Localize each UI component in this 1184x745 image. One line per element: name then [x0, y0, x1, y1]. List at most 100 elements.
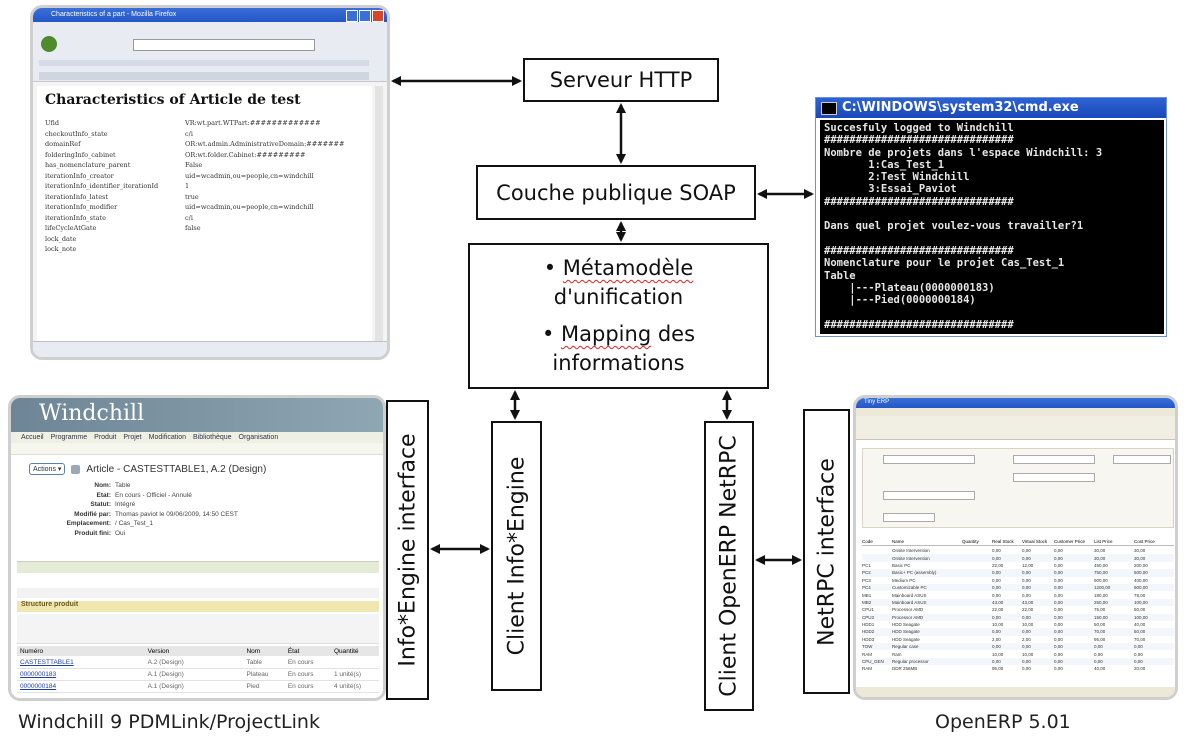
openerp-cell: 95,00 [992, 666, 1004, 672]
openerp-cell: MB1 [862, 592, 872, 598]
property-key: iterationInfo_creator [45, 171, 114, 180]
metamodel-box: • Métamodèle d'unification • Mapping des… [468, 243, 769, 389]
windchill-menu-item[interactable]: Bibliothèque [193, 434, 232, 441]
field-value: En cours - Officiel - Annulé [115, 491, 192, 499]
openerp-cell: 50,00 [1134, 629, 1146, 635]
address-bar[interactable] [133, 39, 315, 51]
actions-dropdown[interactable]: Actions ▾ [29, 463, 66, 475]
openerp-cell: 100,00 [1134, 614, 1148, 620]
table-header-cell: Nom [246, 647, 261, 655]
field-label: Etat: [96, 491, 111, 499]
part-icon [71, 464, 81, 474]
windchill-menu-item[interactable]: Accueil [21, 434, 44, 441]
code-field[interactable] [1013, 455, 1095, 464]
cmd-window: C:\WINDOWS\system32\cmd.exe Succesfuly l… [815, 97, 1167, 337]
limit-field[interactable] [883, 513, 935, 522]
windchill-menu-item[interactable]: Produit [94, 434, 117, 441]
property-value: 1 [185, 182, 190, 190]
property-value: uid=wcadmin,ou=people,cn=windchill [185, 203, 314, 211]
openerp-cell: PC1 [862, 562, 871, 568]
openerp-cell: 50,00 [1134, 607, 1146, 613]
minimize-icon[interactable] [346, 10, 358, 22]
openerp-column-header: Customer Price [1054, 539, 1086, 544]
property-key: checkoutInfo_state [45, 129, 108, 138]
back-icon[interactable] [41, 36, 57, 52]
openerp-cell: CPU1 [862, 607, 875, 613]
part-number-link[interactable]: 0000000183 [20, 671, 57, 678]
windchill-menu-item[interactable]: Modification [148, 434, 186, 441]
openerp-cell: 10,00 [992, 651, 1004, 657]
openerp-cell: Regular case [892, 644, 919, 650]
openerp-cell: 30,00 [1094, 555, 1106, 561]
cmd-output: Succesfuly logged to Windchill #########… [820, 120, 1164, 334]
openerp-cell: 0,00 [1054, 599, 1063, 605]
openerp-cell: 10,00 [1022, 651, 1034, 657]
property-value: OR:wt.admin.AdministrativeDomain:####### [185, 140, 345, 148]
openerp-cell: 10,00 [992, 622, 1004, 628]
active-field[interactable] [883, 491, 975, 500]
product-type-field[interactable] [1013, 473, 1095, 482]
property-key: iterationInfo_state [45, 213, 106, 222]
windchill-menu-item[interactable]: Organisation [238, 434, 279, 441]
openerp-cell: 450,00 [1094, 562, 1108, 568]
openerp-cell: 0,00 [1054, 592, 1063, 598]
openerp-cell: 10,00 [1022, 622, 1034, 628]
openerp-cell: 0,00 [1134, 659, 1143, 665]
property-value: true [185, 192, 199, 201]
part-number-link[interactable]: CASTESTTABLE1 [20, 659, 74, 666]
firefox-findbar [33, 341, 387, 357]
firefox-titlebar: Characteristics of a part - Mozilla Fire… [33, 8, 387, 22]
openerp-cell: 0,00 [1022, 555, 1031, 561]
openerp-cell: HDD Seagate [892, 622, 920, 628]
soap-layer-label: Couche publique SOAP [496, 180, 736, 205]
openerp-cell: PC4 [862, 585, 871, 591]
cmd-titlebar: C:\WINDOWS\system32\cmd.exe [816, 98, 1166, 118]
part-name: Table [246, 659, 263, 666]
openerp-cell: 12,00 [1022, 562, 1034, 568]
windchill-menu-item[interactable]: Projet [123, 434, 142, 441]
firefox-scrollbar[interactable] [375, 86, 383, 346]
windchill-menu-item[interactable]: Programme [50, 434, 88, 441]
field-value: Intégré [115, 501, 136, 508]
property-row: lock_date [45, 234, 372, 245]
category-field[interactable] [1113, 455, 1171, 464]
part-quantity: 4 unité(s) [333, 683, 362, 690]
part-quantity: 1 unité(s) [333, 671, 362, 678]
maximize-icon[interactable] [359, 10, 371, 22]
field-label: Produit fini: [74, 529, 111, 537]
part-number-link[interactable]: 0000000184 [20, 683, 57, 690]
name-field[interactable] [883, 455, 975, 464]
openerp-cell: 30,00 [1134, 555, 1146, 561]
close-icon[interactable] [372, 10, 384, 22]
openerp-cell: Processor AMD [892, 607, 924, 613]
openerp-cell: 0,00 [1054, 607, 1063, 613]
openerp-cell: MB2 [862, 599, 872, 605]
